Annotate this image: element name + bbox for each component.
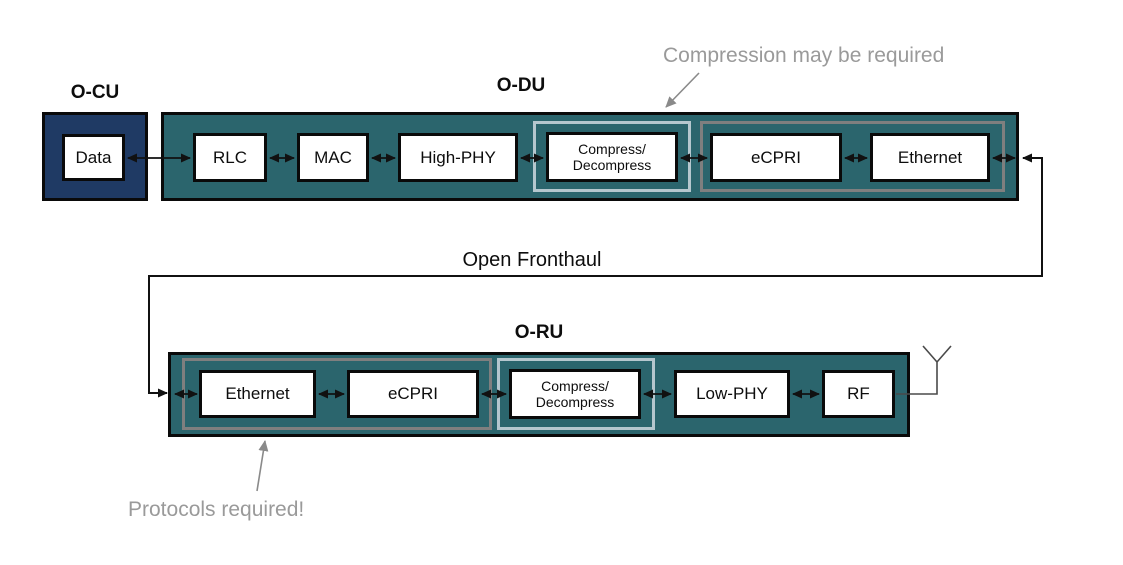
oru-ethernet-box: Ethernet <box>199 370 316 418</box>
oru-compress-label: Compress/Decompress <box>535 378 615 410</box>
protocols-note: Protocols required! <box>128 498 305 521</box>
rf-box: RF <box>822 370 895 418</box>
protocols-note-arrow <box>256 440 269 492</box>
compression-note-arrow <box>665 72 700 108</box>
oru-title: O-RU <box>514 322 564 343</box>
high-phy-box: High-PHY <box>398 133 518 182</box>
compression-note: Compression may be required <box>663 44 945 67</box>
open-fronthaul-label: Open Fronthaul <box>462 249 602 271</box>
rlc-box: RLC <box>193 133 267 182</box>
ocu-title: O-CU <box>70 82 120 103</box>
odu-ecpri-box: eCPRI <box>710 133 842 182</box>
mac-box: MAC <box>297 133 369 182</box>
odu-compress-box: Compress/Decompress <box>546 132 678 182</box>
low-phy-box: Low-PHY <box>674 370 790 418</box>
data-box: Data <box>62 134 125 181</box>
odu-title: O-DU <box>496 75 546 96</box>
oru-compress-box: Compress/Decompress <box>509 369 641 419</box>
odu-ethernet-box: Ethernet <box>870 133 990 182</box>
oru-ecpri-box: eCPRI <box>347 370 479 418</box>
odu-compress-label: Compress/Decompress <box>572 141 652 173</box>
